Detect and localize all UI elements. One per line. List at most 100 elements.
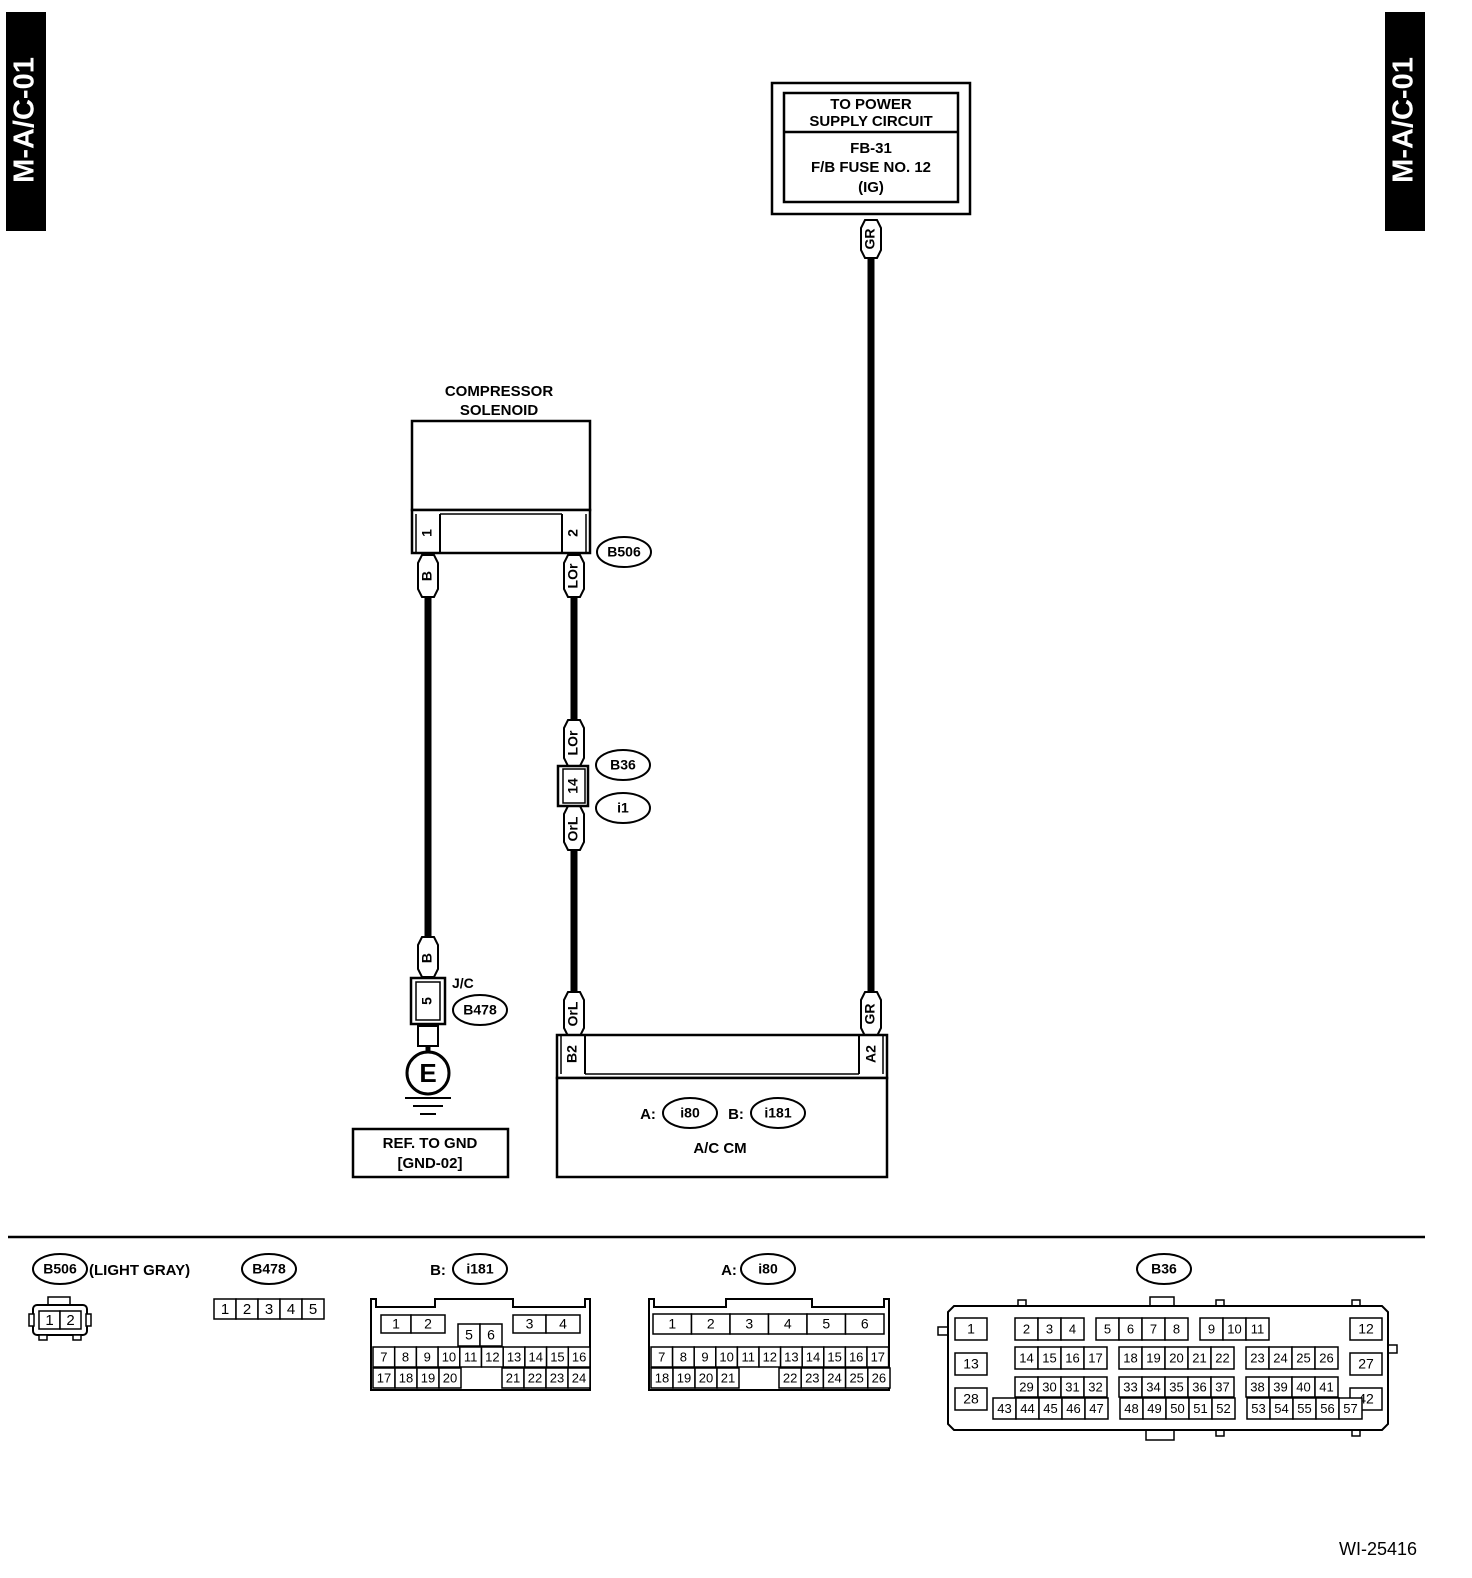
pin-8: 8 [671,1346,695,1368]
pin-23: 23 [545,1367,569,1389]
connector-tag-b36: B36 [595,749,651,781]
pin-10-label: 10 [442,1349,456,1364]
ground-ref-line1: REF. TO GND [383,1135,478,1152]
pin-16-label: 16 [1065,1350,1079,1365]
ac-control-module: B2 A2 A: i80 B: i181 A/C CM [555,1033,889,1179]
pin-1-label: 1 [392,1316,400,1332]
pin-8-label: 8 [680,1349,687,1364]
pin-6: 6 [479,1323,503,1347]
pin-19: 19 [416,1367,440,1389]
wire-tag-orl-bottom: OrL [563,991,585,1037]
pin-2-label: 2 [243,1301,251,1318]
pin-8: 8 [393,1346,418,1368]
pin-5: 5 [301,1298,325,1320]
wire-tag-lor-top: LOr [563,554,585,598]
pin-5: 5 [457,1323,481,1347]
ac-cm-name: A/C CM [693,1140,746,1157]
pin-3: 3 [257,1298,281,1320]
pin-29-label: 29 [1019,1379,1033,1394]
pin-24-label: 24 [1273,1350,1287,1365]
pin-32-label: 32 [1088,1379,1102,1394]
pin-50: 50 [1165,1397,1190,1420]
pin-17-label: 17 [871,1349,885,1364]
pin-15-label: 15 [827,1349,841,1364]
pin-4: 4 [279,1298,303,1320]
pin-37: 37 [1210,1376,1235,1398]
pin-52-label: 52 [1216,1401,1230,1416]
pin-7-label: 7 [658,1349,665,1364]
pin-6: 6 [844,1313,885,1335]
power-box-line5: (IG) [858,179,884,196]
pin-22: 22 [523,1367,547,1389]
pin-4: 4 [545,1314,581,1334]
compressor-pin-1: 1 [419,529,435,537]
joint-connector-label: J/C [452,975,474,991]
wire-tag-gr-bottom: GR [860,991,882,1037]
right-section-tag: M-A/C-01 [1385,12,1425,231]
pin-4: 4 [1060,1317,1085,1341]
wire-tag-b-bottom: B [417,936,439,978]
pin-22-label: 22 [783,1370,797,1385]
pin-24: 24 [1268,1346,1293,1370]
connector-view-b36-name: B36 [1151,1261,1177,1277]
pin-49: 49 [1142,1397,1167,1420]
pin-3: 3 [729,1313,770,1335]
pin-11-label: 11 [741,1349,755,1364]
pin-7-label: 7 [380,1349,387,1364]
pin-26: 26 [867,1367,891,1389]
connector-tag-i1: i1 [595,792,651,824]
pin-6: 6 [1118,1317,1143,1341]
pin-24-label: 24 [572,1370,586,1385]
compressor-title-1: COMPRESSOR [445,383,554,400]
wire-label-lor-mid: LOr [565,730,581,755]
pin-2-label: 2 [1023,1321,1030,1336]
pin-13: 13 [954,1352,988,1376]
pin-21-label: 21 [721,1370,735,1385]
pin-16-label: 16 [572,1349,586,1364]
pin-18-label: 18 [399,1370,413,1385]
pin-48: 48 [1119,1397,1144,1420]
pin-2: 2 [235,1298,259,1320]
pin-6-label: 6 [861,1316,869,1332]
pin-18: 18 [1118,1346,1143,1370]
pin-9-label: 9 [701,1349,708,1364]
pin-32: 32 [1083,1376,1108,1398]
pin-11-label: 11 [1251,1321,1265,1336]
pin-54: 54 [1269,1397,1294,1420]
pin-10: 10 [437,1346,461,1368]
wire-label-orl-mid: OrL [565,816,581,841]
pin-5: 5 [1095,1317,1120,1341]
pin-5-label: 5 [465,1327,473,1343]
power-box-line1: TO POWER [830,96,912,113]
pin-14: 14 [1014,1346,1039,1370]
pin-29: 29 [1014,1376,1039,1398]
pin-26: 26 [1314,1346,1339,1370]
pin-35: 35 [1164,1376,1189,1398]
right-tag-text: M-A/C-01 [1388,57,1420,183]
pin-18-label: 18 [1123,1350,1137,1365]
pin-4: 4 [767,1313,808,1335]
pin-33-label: 33 [1123,1379,1137,1394]
ac-cm-pin-b2: B2 [564,1045,580,1063]
wire-label-gr-top: GR [862,229,878,250]
connector-view-i80-name: i80 [758,1261,778,1277]
ac-cm-pin-a2: A2 [863,1045,879,1063]
pin-19-label: 19 [1146,1350,1160,1365]
pin-3: 3 [512,1314,547,1334]
pin-20-label: 20 [443,1370,457,1385]
pin-14-label: 14 [806,1349,820,1364]
pin-56-label: 56 [1320,1401,1334,1416]
pin-31: 31 [1060,1376,1085,1398]
pin-25: 25 [1291,1346,1316,1370]
pin-17: 17 [866,1346,890,1368]
ac-cm-a-label: A: [640,1106,656,1123]
connector-tag-b506-text: B506 [607,544,641,560]
pin-12-label: 12 [485,1349,499,1364]
pin-22-label: 22 [1215,1350,1229,1365]
pin-8-label: 8 [1173,1321,1180,1336]
pin-17-label: 17 [1088,1350,1102,1365]
pin-20: 20 [1164,1346,1189,1370]
